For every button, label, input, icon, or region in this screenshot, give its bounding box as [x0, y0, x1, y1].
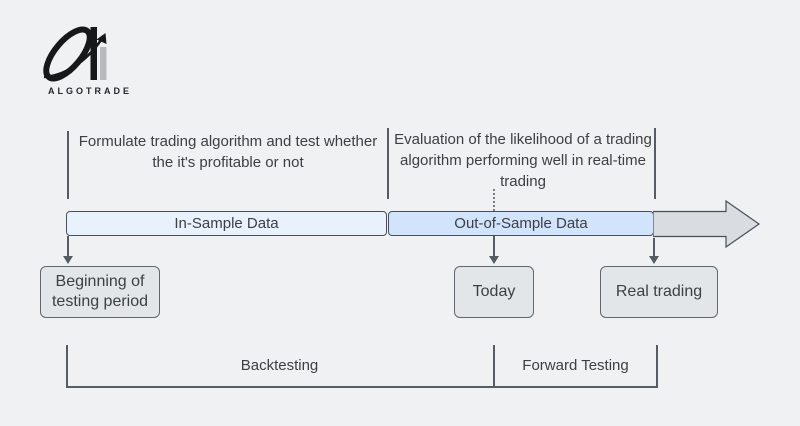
- future-timeline-arrow-icon: [653, 200, 761, 248]
- algotrade-swoosh-arrow-icon: [43, 26, 107, 82]
- bracket-tick-middle: [493, 345, 495, 386]
- logo-black-bar: [90, 27, 97, 80]
- out-of-sample-label: Out-of-Sample Data: [454, 215, 588, 232]
- brand-name: ALGOTRADE: [48, 86, 132, 96]
- begin-arrow-shaft: [67, 236, 69, 257]
- milestone-beginning-of-testing-period: Beginning of testing period: [40, 266, 160, 318]
- milestone-label: Real trading: [615, 283, 703, 300]
- logo-arrow-curve: [43, 39, 103, 79]
- phase-backtesting-label: Backtesting: [240, 357, 319, 374]
- forward-testing-annotation: Evaluation of the likelihood of a tradin…: [394, 131, 652, 190]
- real-trading-arrow-shaft: [653, 238, 655, 257]
- today-arrow-shaft: [493, 236, 495, 257]
- backtesting-annotation: Formulate trading algorithm and test whe…: [78, 133, 378, 171]
- logo-arrowhead: [96, 33, 107, 44]
- milestone-real-trading: Real trading: [600, 266, 718, 318]
- out-of-sample-segment: Out-of-Sample Data: [388, 211, 654, 236]
- today-dotted-line: [493, 189, 495, 211]
- bracket-tick-right: [656, 345, 658, 386]
- milestone-label: Today: [472, 283, 516, 300]
- milestone-today: Today: [454, 266, 534, 318]
- delimiter-line-right: [654, 128, 656, 199]
- in-sample-segment: In-Sample Data: [66, 211, 387, 236]
- real-trading-arrowhead-icon: [649, 256, 659, 264]
- bracket-baseline: [66, 386, 658, 388]
- delimiter-line-left: [67, 131, 69, 199]
- milestone-label: Beginning of testing period: [51, 273, 149, 310]
- in-sample-label: In-Sample Data: [174, 215, 279, 232]
- logo-gray-bar: [100, 47, 107, 80]
- bracket-tick-left: [66, 345, 68, 386]
- delimiter-line-middle: [387, 128, 389, 199]
- today-arrowhead-icon: [489, 256, 499, 264]
- phase-forward-testing-label: Forward Testing: [522, 357, 629, 374]
- begin-arrowhead-icon: [63, 256, 73, 264]
